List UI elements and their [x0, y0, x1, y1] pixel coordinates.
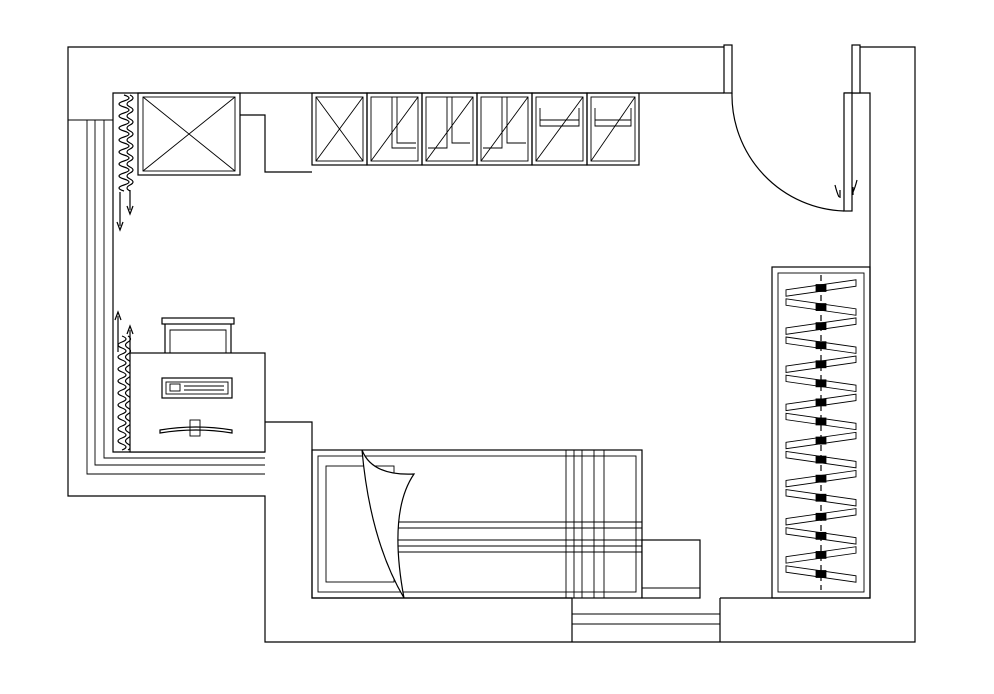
- door-leaf: [843, 92, 853, 212]
- hanger: [785, 450, 857, 469]
- radiator-coil-icon: [117, 335, 132, 451]
- wall-cabinet: [421, 92, 478, 166]
- wardrobe: [771, 266, 871, 599]
- hanger: [785, 431, 857, 450]
- wall-cabinet: [531, 92, 588, 166]
- desk-chair: [161, 317, 235, 353]
- desk-area: [129, 317, 266, 453]
- wall-cabinet: [311, 92, 368, 166]
- walls: [67, 46, 916, 643]
- hanger: [785, 489, 857, 507]
- left-wall-layer-2: [94, 120, 265, 466]
- radiator-coil-icon: [118, 94, 134, 192]
- wall-cabinets: [311, 92, 640, 166]
- nightstand: [641, 539, 701, 599]
- left-wall-layer-3: [103, 120, 265, 459]
- radiator-top: [116, 94, 134, 232]
- bed: [311, 449, 701, 599]
- monitor: [159, 419, 233, 437]
- arrow-up-icon: [126, 324, 134, 335]
- hanger: [785, 508, 857, 526]
- arrow-down-icon: [126, 205, 134, 216]
- wall-cabinet: [476, 92, 533, 166]
- radiator-desk: [114, 310, 134, 451]
- hanger: [785, 565, 857, 583]
- wall-pocket: [240, 114, 312, 173]
- inner-wall-bedroom: [265, 421, 572, 599]
- hanger: [785, 355, 857, 373]
- door-swing-arc: [731, 92, 845, 212]
- door-handle-icon: [834, 179, 858, 198]
- wall-cabinet: [586, 92, 640, 166]
- hanger: [785, 469, 857, 488]
- hanger: [785, 527, 857, 545]
- blanket-fold: [361, 449, 416, 599]
- computer-unit: [161, 377, 233, 399]
- bed-frame: [311, 449, 643, 599]
- wardrobe-inner: [777, 272, 865, 593]
- outer-wall: [67, 46, 916, 643]
- hanger: [785, 298, 857, 316]
- desk: [129, 352, 266, 453]
- hanger: [785, 546, 857, 564]
- arrow-down-icon: [116, 221, 124, 232]
- wall-cabinet: [366, 92, 423, 166]
- bottom-sill: [571, 598, 721, 642]
- bed-mattress: [317, 455, 637, 593]
- hanger: [785, 374, 857, 393]
- hanger: [785, 393, 857, 412]
- door-jamb-left: [723, 44, 733, 94]
- wardrobe-hangers: [785, 279, 857, 583]
- entry-door: [723, 44, 861, 212]
- storage-unit-top-left: [137, 92, 241, 176]
- hanger: [785, 279, 857, 297]
- hanger: [785, 317, 857, 335]
- hanger: [785, 412, 857, 431]
- wardrobe-frame: [771, 266, 871, 599]
- hanger: [785, 336, 857, 354]
- arrow-up-icon: [114, 310, 122, 321]
- door-jamb-right: [851, 44, 861, 94]
